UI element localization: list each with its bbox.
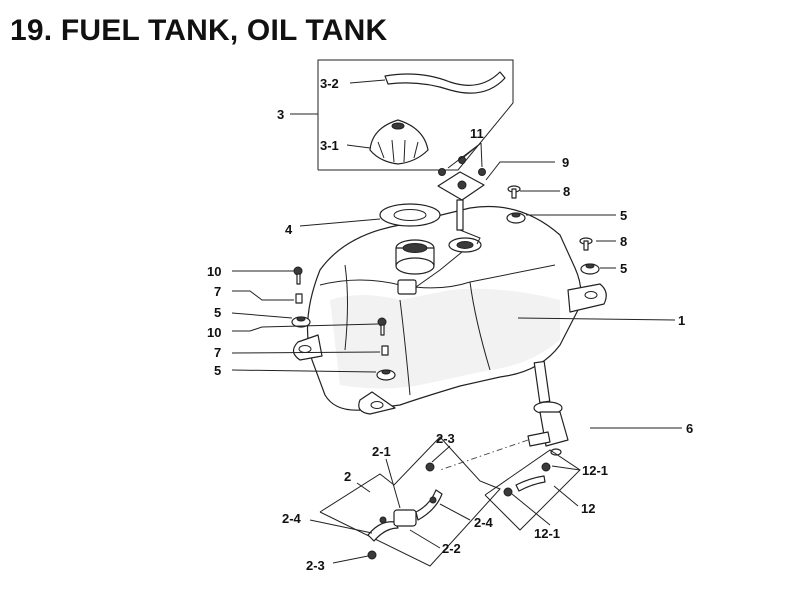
callout-2-1: 2-1 (372, 444, 391, 459)
leader-lines (231, 79, 682, 564)
callout-7-lower: 7 (214, 345, 221, 360)
filler-gasket (379, 203, 441, 227)
mount-grommet-left (291, 266, 311, 328)
fuel-valve (527, 360, 569, 456)
callout-2-4-left: 2-4 (282, 511, 302, 526)
callout-3-2: 3-2 (320, 76, 339, 91)
callout-11: 11 (470, 126, 484, 141)
callout-8-right: 8 (620, 234, 627, 249)
fuel-sender-unit (437, 171, 485, 245)
callout-2-3-lower: 2-3 (306, 558, 325, 573)
callout-3-1: 3-1 (320, 138, 339, 153)
hose-routing-line (439, 439, 529, 471)
mount-grommet-upper (506, 185, 526, 224)
callout-2-2: 2-2 (442, 541, 461, 556)
screw-11-set (438, 156, 486, 176)
callout-12-1-upper: 12-1 (582, 463, 608, 478)
callout-1: 1 (678, 313, 685, 328)
mount-grommet-front (376, 317, 396, 381)
callout-5-lower: 5 (214, 363, 221, 378)
callout-8-upper: 8 (563, 184, 570, 199)
callout-5-right: 5 (620, 261, 627, 276)
callout-2-4-right: 2-4 (474, 515, 494, 530)
fuel-cap-assembly (317, 59, 514, 171)
fuel-tank (292, 205, 607, 415)
mount-grommet-right (579, 237, 600, 275)
callout-3: 3 (277, 107, 284, 122)
callout-5-left: 5 (214, 305, 221, 320)
callout-12: 12 (581, 501, 595, 516)
callout-10-lower: 10 (207, 325, 221, 340)
callout-6: 6 (686, 421, 693, 436)
callout-5-upper: 5 (620, 208, 627, 223)
callout-7-upper: 7 (214, 284, 221, 299)
callout-2: 2 (344, 469, 351, 484)
hose-assembly-2 (319, 436, 501, 567)
page-title: 19. FUEL TANK, OIL TANK (10, 14, 388, 47)
callout-4: 4 (285, 222, 293, 237)
callout-2-3-upper: 2-3 (436, 431, 455, 446)
callout-10-upper: 10 (207, 264, 221, 279)
callout-9: 9 (562, 155, 569, 170)
hose-12 (484, 449, 581, 531)
callout-12-1-lower: 12-1 (534, 526, 560, 541)
